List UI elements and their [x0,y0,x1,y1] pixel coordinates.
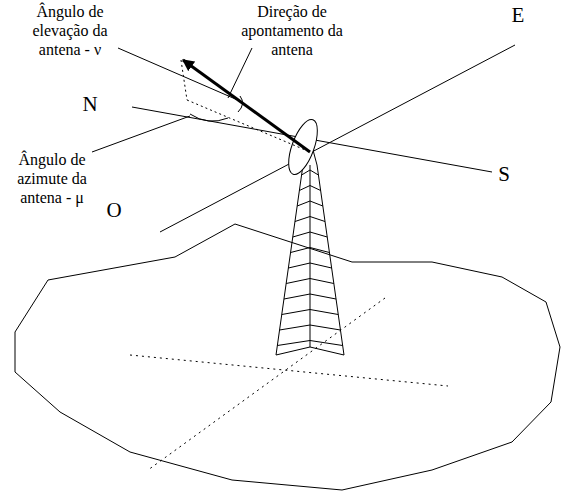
compass-letter: O [102,198,126,223]
tower-strut [297,201,310,206]
leader-line [228,48,252,98]
tower-strut [310,263,332,268]
projection-line [181,60,187,100]
tower-strut [310,186,321,191]
tower-strut [313,150,317,165]
leader-line [92,116,190,152]
tower-strut [310,279,334,284]
compass-letter: E [506,3,530,28]
tower-strut [286,279,310,284]
east-west-axis [160,45,515,232]
elevation-arc [238,96,243,112]
tower-strut [310,165,311,347]
callout-label: Direção de apontamento da antena [240,2,344,60]
tower-strut [310,294,336,299]
compass-letter: N [78,92,102,117]
tower-strut [293,232,310,237]
tower-strut [310,217,325,222]
compass-letter: S [492,162,516,187]
tower-strut [299,186,310,191]
tower-strut [310,232,327,237]
tower-strut [310,170,318,175]
leader-line [118,48,240,101]
tower-strut [310,201,323,206]
tower-strut [280,325,310,330]
tower-strut [288,263,310,268]
tower-strut [310,248,329,253]
tower-strut [310,310,338,315]
ground-outline [15,224,560,490]
pointing-arrow [183,60,310,152]
tower-strut [284,294,310,299]
ground-axis [148,298,385,470]
tower-strut [277,341,310,346]
azimuth-arc [190,114,228,121]
tower-strut [310,341,343,346]
tower-strut [310,325,340,330]
tower-strut [291,248,310,253]
tower [276,150,344,355]
callout-label: Ângulo de elevação da antena - ν [20,2,120,60]
ground-axis [130,355,448,386]
tower-strut [302,170,310,175]
tower-strut [276,347,310,355]
tower-strut [295,217,310,222]
tower-strut [310,347,344,355]
callout-label: Ângulo de azimute da antena - μ [2,150,102,208]
tower-strut [282,310,310,315]
